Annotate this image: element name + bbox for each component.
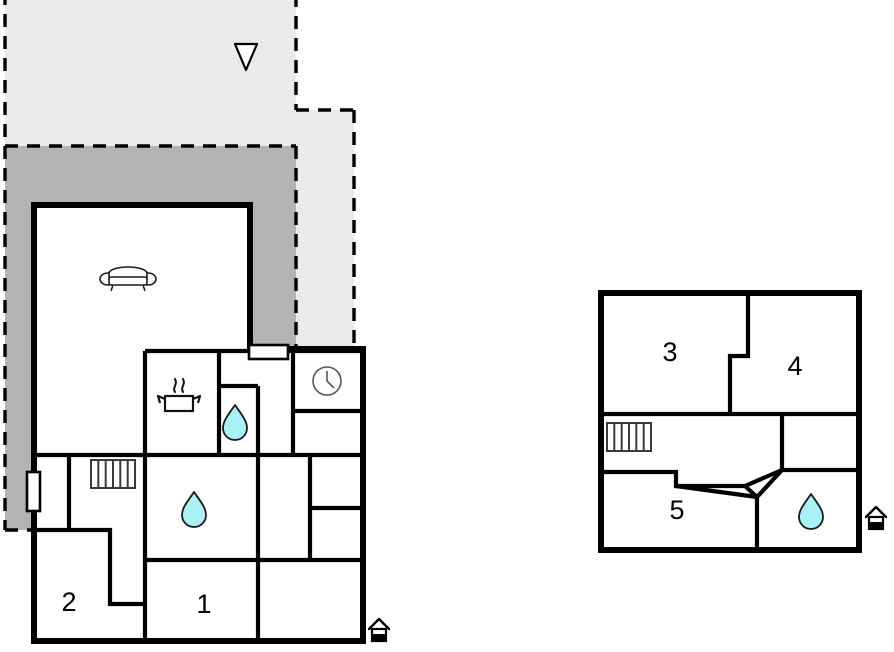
entrance-house-icon <box>864 505 888 531</box>
terrace-areas <box>5 0 354 346</box>
ground-floor-openings <box>25 343 290 513</box>
terrace-step <box>296 110 354 147</box>
terrace-right-strip <box>296 146 354 346</box>
upper-floor-outer-walls <box>598 290 862 553</box>
interior-fill <box>34 205 363 641</box>
room-number-5: 5 <box>669 495 684 525</box>
ground-floor-plan: 1 2 <box>3 0 391 644</box>
room-number-3: 3 <box>662 337 677 367</box>
terrace-outline <box>3 0 356 532</box>
ground-floor-interior <box>34 205 363 641</box>
carport-fill <box>5 146 296 530</box>
terrace-upper-left <box>5 0 296 146</box>
stairs-icon <box>90 459 136 489</box>
room-number-1: 1 <box>196 589 211 619</box>
ground-floor-interior-walls <box>34 348 363 641</box>
room-number-2: 2 <box>61 587 76 617</box>
stairs-icon <box>606 422 652 452</box>
carport-area <box>5 146 296 530</box>
window-icon <box>25 470 42 513</box>
room-number-4: 4 <box>787 351 802 381</box>
clock-icon <box>312 366 342 396</box>
upper-floor-interior-walls <box>601 293 859 550</box>
upper-floor-plan: 3 4 5 <box>598 290 888 553</box>
door-icon <box>247 343 290 361</box>
entrance-house-icon <box>367 617 391 643</box>
